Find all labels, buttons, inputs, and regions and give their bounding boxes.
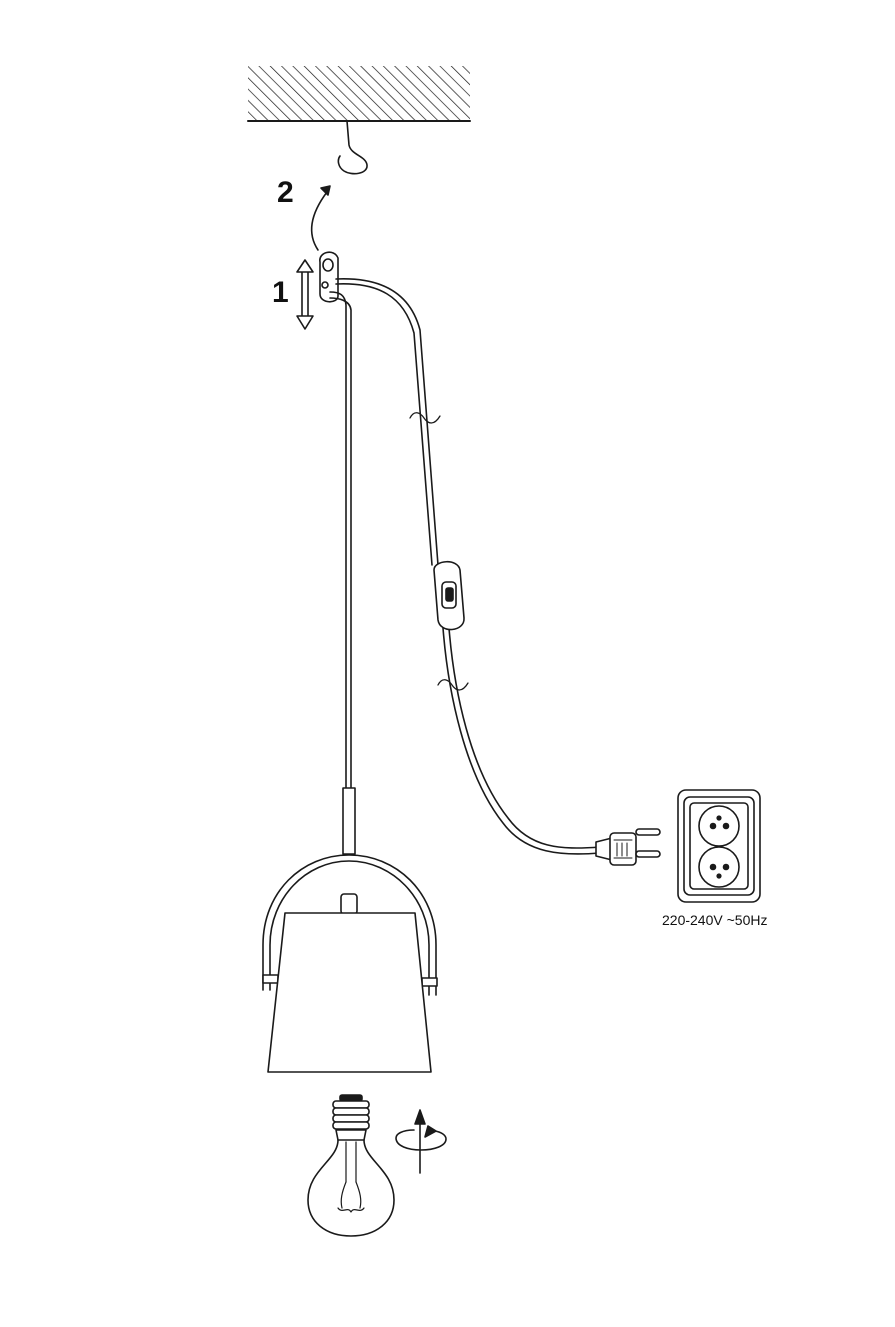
step-number-2: 2 — [277, 176, 294, 209]
hang-arrow-icon — [310, 185, 331, 251]
power-plug — [595, 828, 661, 866]
ceiling-hook — [337, 120, 368, 175]
ceiling — [247, 66, 471, 122]
adjust-height-arrow-icon — [296, 259, 314, 330]
power-spec-label: 220-240V ~50Hz — [662, 912, 768, 928]
step-number-1: 1 — [272, 276, 289, 309]
wall-socket — [677, 789, 761, 903]
inline-switch — [433, 560, 465, 631]
light-bulb — [307, 1094, 395, 1237]
suspension-cord — [329, 291, 347, 791]
lamp-yoke — [262, 787, 438, 996]
cord-adjuster-clip — [319, 251, 339, 303]
power-cord — [335, 278, 601, 855]
screw-in-arrow-icon — [395, 1109, 447, 1174]
lamp-shade — [267, 893, 432, 1073]
